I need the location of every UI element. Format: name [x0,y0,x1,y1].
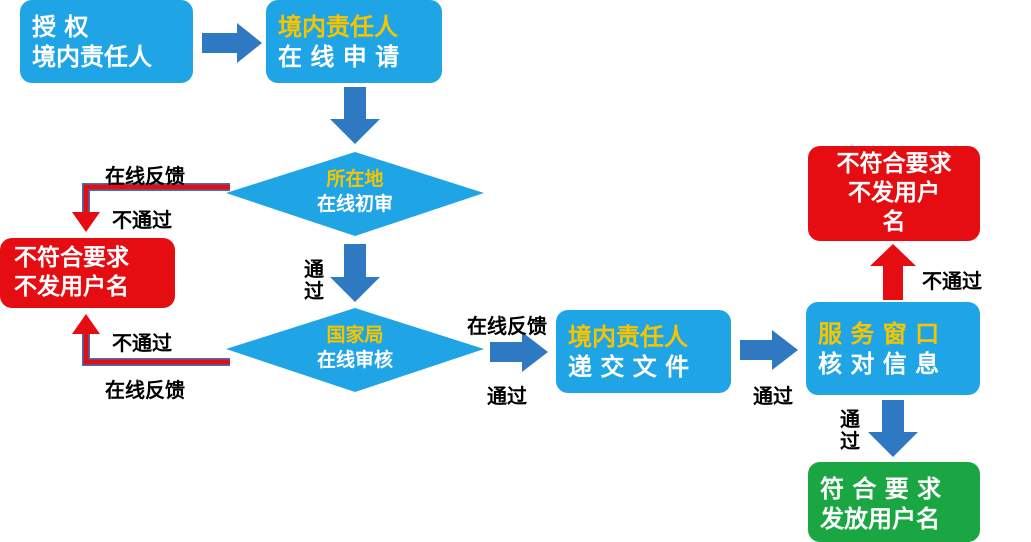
issue-box: 符 合 要 求 发放用户名 [808,462,980,542]
reject-right-box: 不符合要求 不发用户 名 [808,146,980,241]
diamond-local-line2: 在线初审 [316,192,393,215]
submit-docs-line1: 境内责任人 [568,322,688,351]
diamond-national-line1: 国家局 [326,324,384,346]
label-fail-bottom: 不通过 [112,331,172,355]
reject-right-line3: 名 [882,208,906,235]
reject-left-line1: 不符合要求 [14,245,129,272]
label-pass-right: 通过 [753,384,793,408]
label-feedback-bottom: 在线反馈 [105,378,185,402]
online-apply-box: 境内责任人 在 线 申 请 [266,0,442,83]
diamond-local-review [226,152,484,236]
issue-line1: 符 合 要 求 [820,475,942,503]
arrow-right-3 [740,330,798,370]
service-window-line2: 核 对 信 息 [818,349,940,378]
arrow-down-2 [330,244,380,302]
arrow-down-1 [330,87,380,144]
label-fail-right: 不通过 [922,269,982,293]
label-pass-vertical-right: 通过 [840,407,860,453]
arrow-right-2 [490,332,548,372]
arrow-right-1 [202,23,262,63]
arrow-down-3 [868,400,918,457]
flowchart-graphics [72,23,918,457]
label-pass-vertical: 通过 [304,257,324,303]
diamond-local-line1: 所在地 [326,168,384,190]
online-apply-line1: 境内责任人 [278,12,398,41]
label-feedback-top: 在线反馈 [105,164,185,188]
service-window-box: 服 务 窗 口 核 对 信 息 [806,302,980,395]
authorize-box: 授 权 境内责任人 [20,0,193,83]
reject-right-line2: 不发用户 [848,180,940,207]
issue-line2: 发放用户名 [820,505,940,533]
reject-right-line1: 不符合要求 [836,151,952,178]
authorize-line2: 境内责任人 [32,42,152,71]
label-pass-mid: 通过 [487,384,527,408]
authorize-line1: 授 权 [32,12,89,41]
diamond-national-line2: 在线审核 [316,348,393,371]
label-fail-top: 不通过 [112,208,172,232]
diamond-national-text: 国家局 在线审核 [290,323,420,372]
reject-left-box: 不符合要求 不发用户名 [0,238,175,308]
online-apply-line2: 在 线 申 请 [278,42,400,71]
service-window-line1: 服 务 窗 口 [818,319,940,348]
label-feedback-mid: 在线反馈 [467,314,547,338]
diamond-national-review [226,308,484,392]
submit-docs-line2: 递 交 文 件 [568,352,690,381]
diamond-local-text: 所在地 在线初审 [290,167,420,216]
reject-left-line2: 不发用户名 [14,274,129,300]
submit-docs-box: 境内责任人 递 交 文 件 [556,310,731,393]
arrow-up-red [870,244,916,300]
